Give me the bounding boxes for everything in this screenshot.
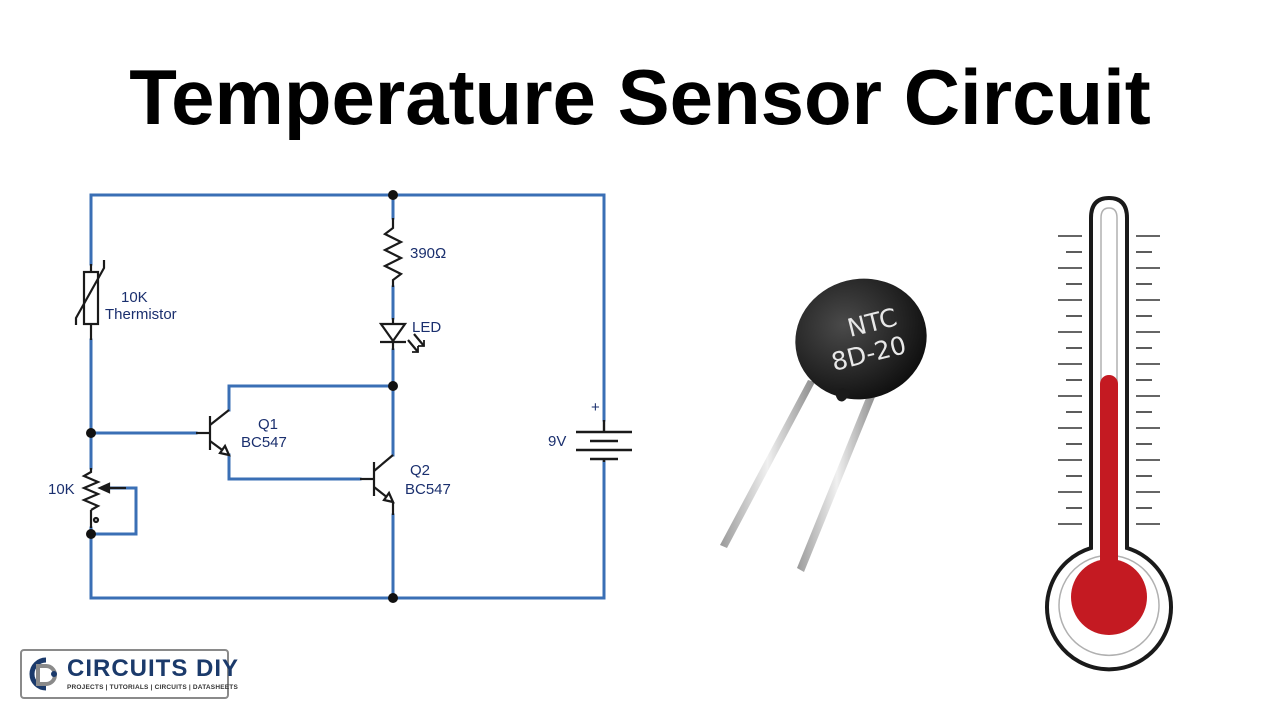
- led-label: LED: [412, 319, 441, 336]
- potentiometer-symbol: [81, 468, 126, 528]
- thermistor-label: Thermistor: [105, 306, 177, 323]
- q1-label: Q1: [258, 416, 278, 433]
- battery-symbol: [576, 420, 632, 462]
- transistor-q2-symbol: [360, 454, 395, 515]
- q2-part: BC547: [405, 481, 451, 498]
- led-symbol: [378, 318, 425, 353]
- thermometer-scale: [1058, 235, 1160, 525]
- page-title: Temperature Sensor Circuit: [129, 53, 1151, 141]
- q1-part: BC547: [241, 434, 287, 451]
- logo-tagline: PROJECTS | TUTORIALS | CIRCUITS | DATASH…: [67, 684, 238, 691]
- thermistor-value: 10K: [121, 289, 148, 306]
- circuits-diy-logo[interactable]: CIRCUITS DIY PROJECTS | TUTORIALS | CIRC…: [20, 649, 238, 699]
- pot-value: 10K: [48, 481, 75, 498]
- resistor-value: 390Ω: [410, 245, 446, 262]
- battery-voltage: 9V: [548, 433, 566, 450]
- resistor-symbol: [382, 218, 404, 287]
- logo-icon: [29, 657, 57, 691]
- thermistor-symbol: [74, 260, 106, 340]
- transistor-q1-symbol: [196, 409, 231, 457]
- junction-dots: [86, 190, 398, 603]
- ntc-thermistor-illustration: NTC 8D-20: [720, 278, 927, 572]
- q2-label: Q2: [410, 462, 430, 479]
- logo-name: CIRCUITS DIY: [67, 655, 240, 682]
- circuit-wires: [89, 193, 606, 600]
- battery-plus: +: [591, 399, 600, 416]
- thermometer-illustration: [1045, 195, 1173, 672]
